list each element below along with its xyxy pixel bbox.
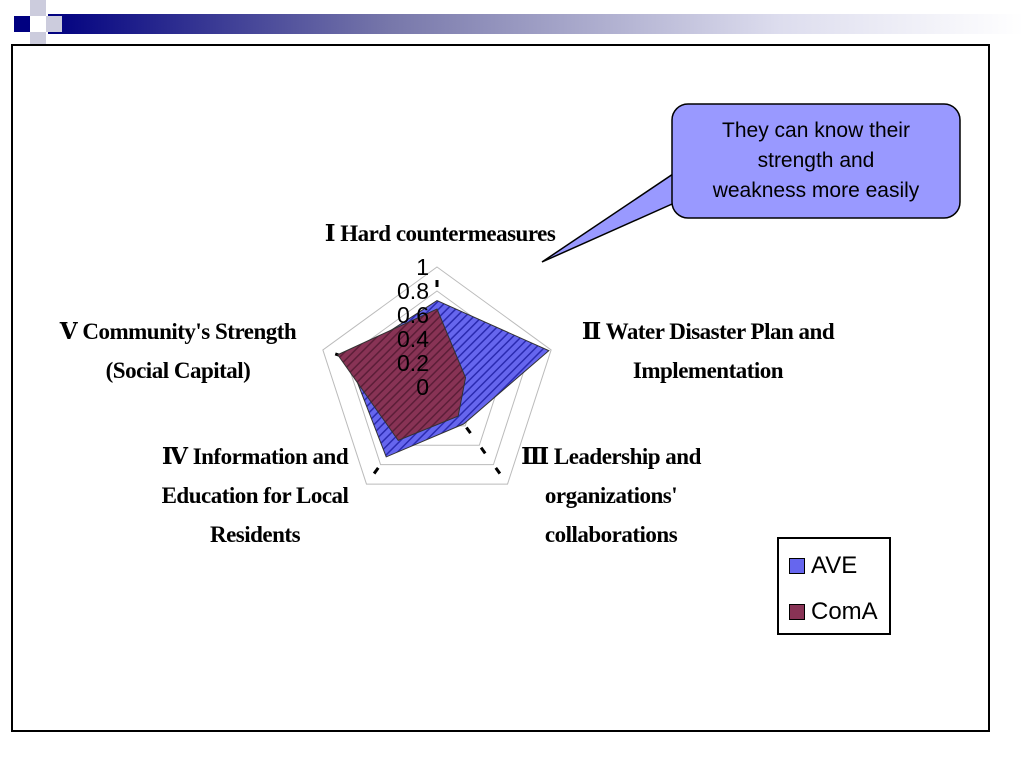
header-gradient-band xyxy=(0,0,1024,46)
axis-label-line: Ⅱ Water Disaster Plan and xyxy=(581,319,835,344)
axis-label-line: Ⅲ Leadership and xyxy=(521,444,701,469)
axis-label-line: organizations' xyxy=(544,483,678,508)
grid-ring xyxy=(322,266,552,485)
legend-label-ave: AVE xyxy=(811,552,858,579)
axis-spoke xyxy=(365,386,439,485)
legend-swatch-coma xyxy=(789,604,805,620)
radial-tick-label: 0.2 xyxy=(397,350,429,376)
axis-label-1: Ⅰ Hard countermeasures xyxy=(290,214,590,253)
axis-label-line: Implementation xyxy=(632,358,784,383)
axis-label-line: (Social Capital) xyxy=(105,358,251,383)
slide-frame xyxy=(11,44,990,732)
radial-tick-label: 1 xyxy=(416,254,429,280)
chart-legend: AVE ComA xyxy=(777,537,891,635)
axis-label-3: Ⅲ Leadership and organizations' collaborat… xyxy=(496,437,726,554)
callout-text: They can know their strength and weaknes… xyxy=(676,116,956,206)
axis-label-line: Ⅰ Hard countermeasures xyxy=(324,221,556,246)
radial-tick-label: 0 xyxy=(416,374,429,400)
radial-tick-label: 0.4 xyxy=(397,326,429,352)
radial-tick-label: 0.6 xyxy=(397,302,429,328)
axis-label-line: Ⅴ Community's Strength xyxy=(59,319,297,344)
axis-label-5: Ⅴ Community's Strength (Social Capital) xyxy=(28,312,328,390)
axis-label-line: Ⅳ Information and xyxy=(161,444,349,469)
callout-line: They can know their xyxy=(722,119,910,142)
legend-entry-ave: AVE xyxy=(789,551,857,581)
callout-line: strength and xyxy=(757,149,875,172)
radar-series xyxy=(336,300,550,458)
radial-tick-label: 0.8 xyxy=(397,278,429,304)
axis-label-line: collaborations xyxy=(544,522,678,547)
callout-line: weakness more easily xyxy=(712,179,920,202)
callout-shape xyxy=(541,103,961,263)
legend-entry-coma: ComA xyxy=(789,597,878,627)
legend-swatch-ave xyxy=(789,558,805,574)
axis-label-line: Education for Local xyxy=(161,483,349,508)
callout-bubble xyxy=(671,103,961,219)
axis-spoke xyxy=(435,386,509,485)
legend-label-coma: ComA xyxy=(811,598,878,625)
radial-tick-labels: 00.20.40.60.81 xyxy=(397,254,429,400)
series-area-coma xyxy=(336,308,467,442)
axis-label-line: Residents xyxy=(209,522,301,547)
